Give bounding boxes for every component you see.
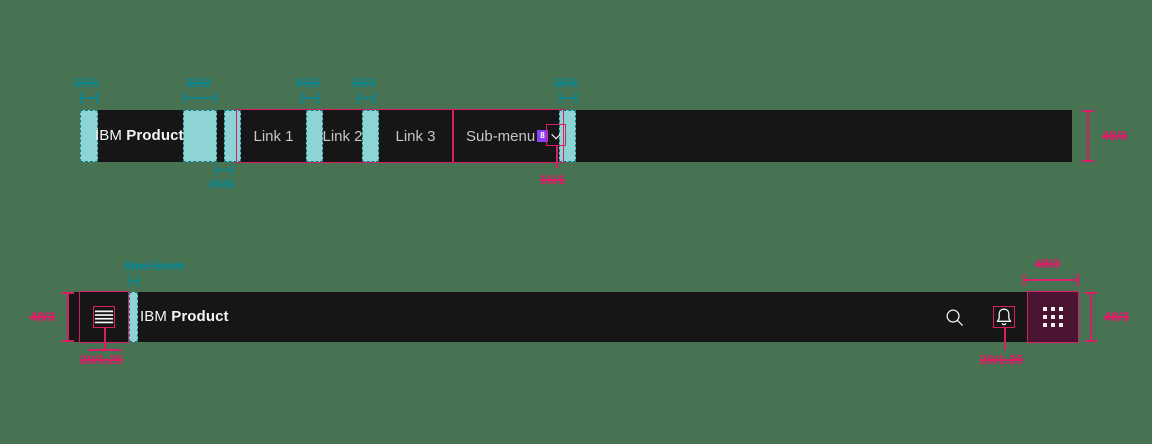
chevron-down-icon[interactable] bbox=[547, 126, 565, 146]
caliper-link-gap-2-label: 16/1 bbox=[351, 76, 377, 90]
marker-menu-icon-leader-h bbox=[88, 349, 122, 351]
marker-bell-icon-outline bbox=[993, 306, 1015, 328]
hamburger-menu-button[interactable] bbox=[80, 292, 128, 342]
caliper-brand-gap bbox=[183, 92, 217, 104]
marker-bell-icon-size-label: 20/1.25 bbox=[980, 353, 1024, 367]
nav-submenu-badge: 8 bbox=[537, 130, 548, 142]
spacer-link-gap-1 bbox=[306, 110, 323, 162]
caliper-grid-height bbox=[1085, 292, 1097, 342]
caliper-secondary-height-left bbox=[62, 292, 74, 342]
caliper-grid-width bbox=[1023, 274, 1079, 286]
spacer-link-gap-2 bbox=[362, 110, 379, 162]
nav-submenu[interactable]: Sub-menu bbox=[452, 110, 559, 162]
caliper-secondary-height-left-label: 48/3 bbox=[30, 310, 56, 324]
marker-app-switcher-outline bbox=[1027, 291, 1079, 343]
caliper-secondary-brand-gap bbox=[129, 275, 139, 287]
marker-chevron-leader bbox=[556, 146, 558, 168]
nav-link-2[interactable]: Link 2 bbox=[322, 127, 363, 145]
secondary-nav-brand[interactable]: IBM Product bbox=[140, 309, 229, 324]
primary-nav-bar bbox=[80, 110, 1072, 162]
app-switcher-button[interactable] bbox=[1028, 292, 1078, 342]
caliper-submenu-gap bbox=[559, 92, 577, 104]
secondary-brand-name: Product bbox=[171, 308, 229, 325]
marker-menu-icon-size-label: 20/1.25 bbox=[80, 353, 124, 367]
brand-name: Product bbox=[126, 127, 184, 144]
caliper-brand-gap-bottom-label: 16/1 bbox=[209, 177, 235, 191]
marker-link-row-outline bbox=[236, 109, 564, 163]
nav-link-1[interactable]: Link 1 bbox=[253, 127, 294, 145]
spacer-secondary-brand-gap bbox=[129, 292, 138, 342]
caliper-brand-gap-label: 32/2 bbox=[186, 76, 212, 90]
notification-button[interactable] bbox=[980, 292, 1028, 342]
app-switcher-grid-icon bbox=[1043, 307, 1063, 327]
marker-bell-icon-leader bbox=[1004, 328, 1006, 350]
caliper-grid-width-label: 48/3 bbox=[1035, 257, 1061, 271]
search-icon bbox=[946, 309, 963, 326]
secondary-brand-prefix: IBM bbox=[140, 308, 167, 325]
hamburger-menu-icon bbox=[95, 310, 113, 324]
marker-menu-icon-outline bbox=[93, 306, 115, 328]
secondary-nav-bar bbox=[68, 292, 1078, 342]
caliper-brand-gap-bottom bbox=[215, 164, 233, 176]
caliper-link-gap-1-label: 16/1 bbox=[295, 76, 321, 90]
nav-submenu-label: Sub-menu bbox=[466, 127, 536, 145]
marker-chevron-outline bbox=[546, 124, 566, 146]
search-button[interactable] bbox=[930, 292, 978, 342]
nav-link-3[interactable]: Link 3 bbox=[395, 127, 436, 145]
notification-bell-icon bbox=[996, 308, 1012, 326]
spacer-left-pad bbox=[80, 110, 98, 162]
caliper-left-pad bbox=[80, 92, 98, 104]
marker-chevron-label: 16/1 bbox=[540, 173, 566, 187]
caliper-grid-height-label: 48/3 bbox=[1104, 310, 1130, 324]
caliper-secondary-brand-gap-label: 8px/.5rem bbox=[124, 259, 185, 273]
caliper-left-pad-label: 16/1 bbox=[74, 76, 100, 90]
primary-nav-brand[interactable]: IBM Product bbox=[95, 128, 184, 143]
caliper-link-gap-2 bbox=[357, 92, 375, 104]
marker-menu-icon-leader bbox=[104, 328, 106, 350]
caliper-link-gap-1 bbox=[301, 92, 319, 104]
caliper-primary-height bbox=[1082, 110, 1094, 162]
spacer-brand-gap bbox=[183, 110, 217, 162]
caliper-primary-height-label: 48/3 bbox=[1102, 129, 1128, 143]
brand-prefix: IBM bbox=[95, 127, 122, 144]
marker-divider-submenu bbox=[452, 109, 454, 163]
caliper-submenu-gap-label: 16/1 bbox=[553, 76, 579, 90]
